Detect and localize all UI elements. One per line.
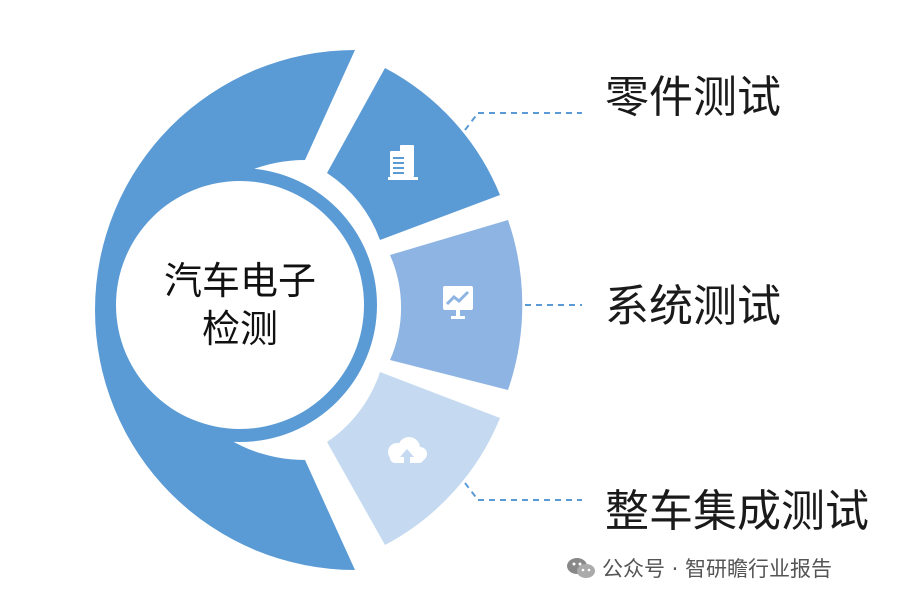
label-vehicle-integration-test: 整车集成测试	[605, 486, 869, 537]
watermark: 公众号 · 智研瞻行业报告	[566, 553, 832, 583]
connector-1	[464, 112, 479, 131]
center-circle	[116, 181, 364, 429]
center-title-line2: 检测	[201, 307, 278, 351]
monitor-chart-icon	[443, 286, 473, 319]
label-parts-test: 零件测试	[605, 72, 781, 123]
cloud-upload-icon	[388, 437, 427, 464]
connector-3	[464, 482, 479, 501]
watermark-text: 公众号 · 智研瞻行业报告	[602, 557, 833, 581]
center-title-line1: 汽车电子	[163, 259, 316, 303]
building-icon	[388, 145, 418, 180]
label-system-test: 系统测试	[605, 281, 781, 332]
wechat-icon	[567, 558, 595, 578]
outer-ring	[95, 50, 355, 570]
